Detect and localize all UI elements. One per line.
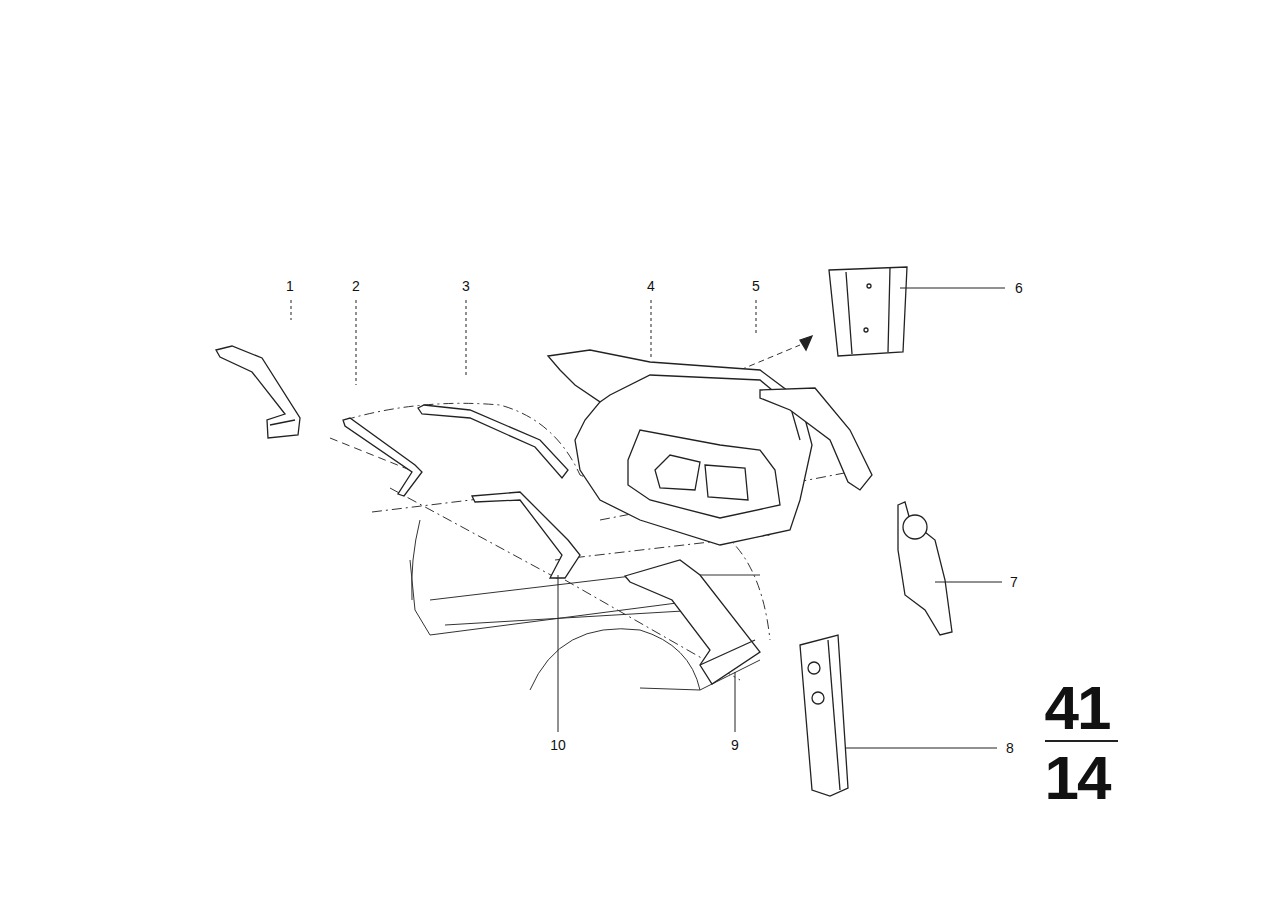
- door-edge: [412, 520, 420, 600]
- callout-number: 3: [462, 279, 470, 293]
- leader-line: [466, 300, 467, 375]
- hole: [867, 284, 871, 288]
- callout-number: 6: [1015, 281, 1023, 295]
- callout-number: 4: [647, 279, 655, 293]
- fraction-bar: [1045, 740, 1118, 742]
- part-2: [343, 418, 422, 496]
- assembly-line: [740, 345, 800, 370]
- hole: [808, 662, 820, 674]
- part-5: [760, 388, 872, 490]
- leader-line: [651, 300, 652, 360]
- leader-lines: [291, 288, 1118, 748]
- hole: [864, 328, 868, 332]
- part-8-detail: [828, 640, 840, 790]
- callout-number: 2: [352, 279, 360, 293]
- group-number: 14: [1045, 747, 1110, 809]
- part-9: [625, 560, 760, 684]
- leader-line: [935, 582, 1002, 583]
- callout-number: 8: [1006, 741, 1014, 755]
- leader-line: [356, 300, 357, 385]
- part-4-opening: [655, 455, 700, 490]
- part-1-detail: [270, 420, 295, 425]
- part-3: [418, 405, 568, 478]
- arrow-head: [800, 336, 812, 350]
- part-6-detail: [846, 268, 890, 354]
- leader-line: [291, 300, 292, 320]
- callout-number: 5: [752, 279, 760, 293]
- callout-number: 10: [550, 738, 566, 752]
- part-4-detail: [600, 375, 800, 440]
- rocker-line: [445, 610, 700, 625]
- part-1: [216, 346, 300, 438]
- hole: [903, 515, 927, 539]
- leader-line: [900, 288, 1005, 289]
- part-4-panel: [628, 430, 780, 518]
- part-8: [800, 635, 848, 796]
- leader-line: [735, 672, 736, 732]
- hole: [812, 692, 824, 704]
- leader-line: [558, 575, 559, 732]
- part-7: [898, 502, 952, 635]
- wheel-arch: [530, 629, 700, 690]
- callout-number: 7: [1010, 575, 1018, 589]
- part-10: [472, 492, 580, 578]
- body-parts: [216, 267, 952, 796]
- part-4: [548, 350, 812, 545]
- group-number: 41: [1045, 677, 1110, 739]
- leader-line: [756, 300, 757, 335]
- part-9-detail: [700, 640, 755, 665]
- part-6: [829, 267, 907, 356]
- leader-line: [845, 748, 997, 749]
- callout-number: 9: [731, 738, 739, 752]
- part-4-opening: [705, 465, 748, 500]
- callout-number: 1: [286, 279, 294, 293]
